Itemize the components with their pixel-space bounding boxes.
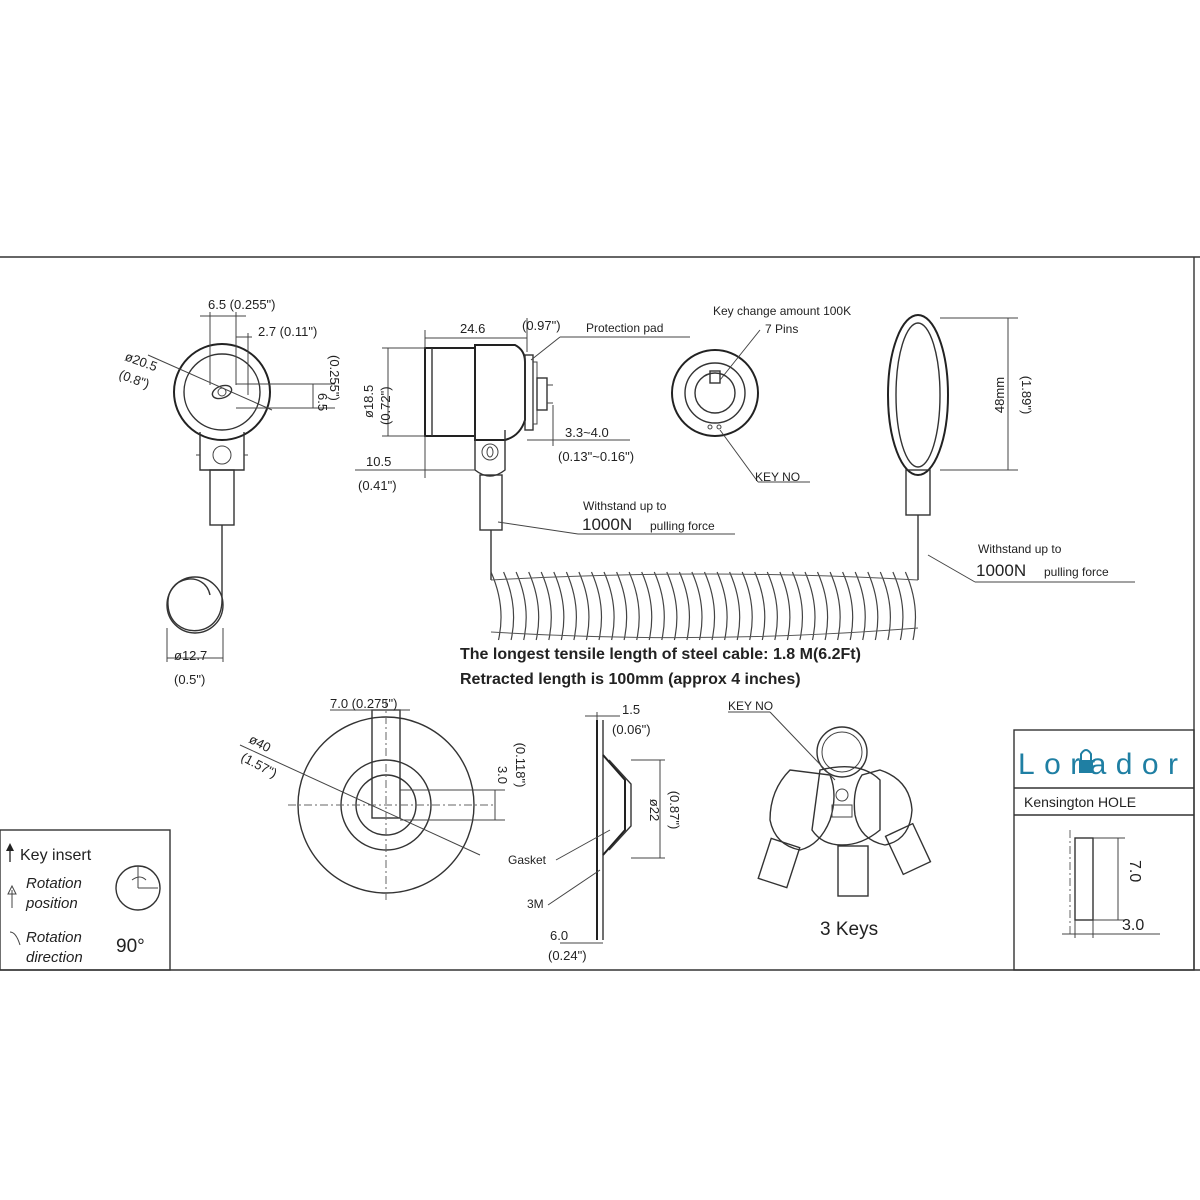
side-length-246-in: (0.97") [522,318,561,333]
legend-box [0,829,171,971]
force-note-1 [497,521,735,535]
force-note-2-unit: pulling force [1044,565,1109,579]
force-note-1-value: 1000N [582,515,632,534]
force-note-1-unit: pulling force [650,519,715,533]
force-note-2-value: 1000N [976,561,1026,580]
protection-pad-label: Protection pad [586,321,663,335]
plate-height-30: 3.0 [495,766,510,784]
side-dia-185-in: (0.72") [378,386,393,425]
force-note-2-line1: Withstand up to [978,542,1062,556]
cable-length-text: The longest tensile length of steel cabl… [460,646,861,663]
coil-outline-bottom [490,627,919,639]
coiled-cable [490,571,919,641]
section-dia-22: ø22 [647,799,662,821]
head-height-65-in: (0.255") [327,355,342,401]
tape-label: 3M [527,897,544,911]
section-dia-22-in: (0.87") [667,791,682,830]
keys-illustration [728,711,932,897]
keys-caption: 3 Keys [820,919,878,940]
key-pins: 7 Pins [765,322,798,336]
plate-height-30-in: (0.118") [513,743,528,788]
head-height-65: 6.5 [315,393,330,411]
legend-rotation-position-1: Rotation [26,875,82,892]
section-thick-15: 1.5 [622,702,640,717]
key-no-label: KEY NO [755,470,800,484]
cable-loop-view [887,314,1135,583]
loop-dia-in: (0.5") [174,672,205,687]
gasket-label: Gasket [508,853,547,867]
side-dia-185: ø18.5 [361,385,376,418]
plate-width-70: 7.0 (0.275") [330,696,398,711]
side-range-33-40-in: (0.13"~0.16") [558,449,634,464]
side-offset-105-in: (0.41") [358,478,397,493]
brand-dim-70: 7.0 [1126,860,1143,882]
head-width-27: 2.7 (0.11") [258,324,317,339]
side-offset-105: 10.5 [366,454,391,469]
cable-retracted-text: Retracted length is 100mm (approx 4 inch… [460,671,801,688]
brand-logo: Lorador [1018,748,1178,781]
section-depth-60: 6.0 [550,928,568,943]
padlock-icon [1079,749,1093,773]
loop-dia: ø12.7 [174,648,207,663]
section-thick-15-in: (0.06") [612,722,651,737]
lock-side-view [355,318,690,580]
keys-key-no: KEY NO [728,699,773,713]
coil-outline-top [490,573,919,581]
key-change-amount: Key change amount 100K [713,304,851,318]
side-range-33-40: 3.3~4.0 [565,425,609,440]
mounting-plate-view [239,700,505,900]
gasket-section-view [547,712,665,944]
key-face-view [671,329,810,483]
force-note-1-line1: Withstand up to [583,499,667,513]
legend-rotation-direction-1: Rotation [26,929,82,946]
loop-length-48-in: (1.89") [1019,376,1034,415]
brand-dim-30: 3.0 [1122,917,1144,934]
legend-key-insert: Key insert [20,847,92,864]
head-width-65: 6.5 (0.255") [208,297,276,312]
legend-rotation-position-2: position [25,895,78,912]
coil-path [490,571,917,641]
loop-length-48: 48mm [992,377,1007,413]
legend-rotation-direction-2: direction [26,949,83,966]
brand-box [1013,729,1195,971]
lock-head-front-view [147,312,335,662]
side-length-246: 24.6 [460,321,485,336]
section-depth-60-in: (0.24") [548,948,587,963]
legend-angle: 90° [116,936,145,957]
brand-label: Kensington HOLE [1024,794,1136,810]
drawing-frame [0,256,1200,971]
